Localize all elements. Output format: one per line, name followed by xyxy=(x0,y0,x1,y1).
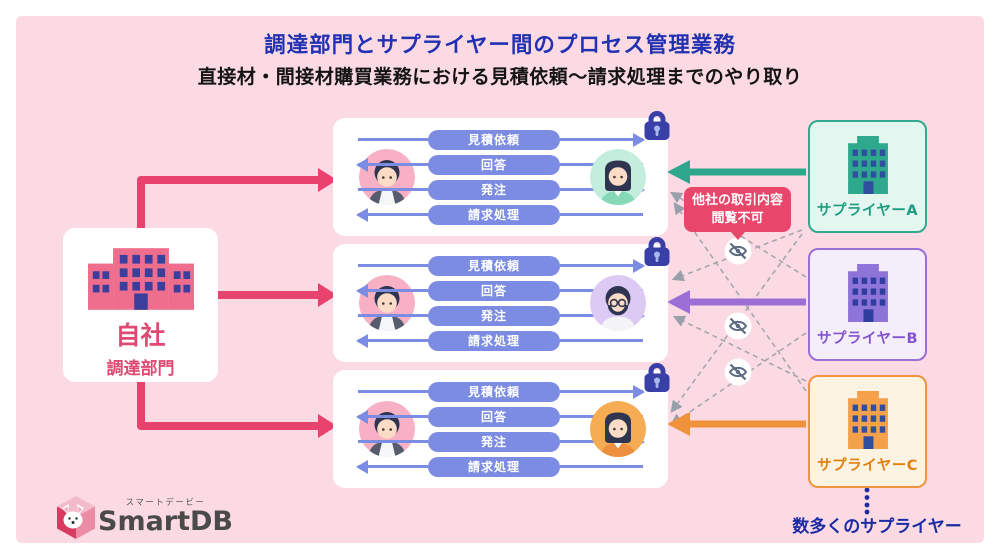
arrow-line xyxy=(358,138,428,141)
supplier-c-arrow xyxy=(667,412,806,436)
process-pill: 回答 xyxy=(428,154,560,175)
more-suppliers-label: 数多くのサプライヤー xyxy=(792,517,962,537)
arrow-line xyxy=(358,264,428,267)
building-icon xyxy=(842,391,894,449)
company-department: 調達部門 xyxy=(106,359,175,379)
arrow-line xyxy=(356,459,428,474)
process-order: 発注 xyxy=(355,179,646,200)
process-invoice: 請求処理 xyxy=(355,204,646,225)
arrow-line xyxy=(560,339,643,342)
supplier-c-label: サプライヤーC xyxy=(817,457,918,474)
process-pills: 見積依頼 回答 発注 請求処理 xyxy=(355,244,646,362)
arrow-line xyxy=(356,409,428,424)
privacy-badge-line2: 閲覧不可 xyxy=(711,210,764,226)
supplier-b-person-avatar xyxy=(590,275,646,331)
supplier-a-arrow xyxy=(667,160,806,184)
process-quote-request: 見積依頼 xyxy=(355,381,646,402)
arrow-line xyxy=(560,258,645,273)
building-icon xyxy=(842,264,894,322)
arrow-line xyxy=(358,314,428,317)
process-invoice: 請求処理 xyxy=(355,330,646,351)
arrow-line xyxy=(358,188,428,191)
privacy-badge-line1: 他社の取引内容 xyxy=(691,192,783,208)
arrow-line xyxy=(356,207,428,222)
arrow-line xyxy=(560,213,643,216)
supplier-b-card: サプライヤーB xyxy=(808,248,927,361)
process-pill: 発注 xyxy=(428,305,560,326)
process-pills: 見積依頼 回答 発注 請求処理 xyxy=(355,118,646,236)
process-pill: 請求処理 xyxy=(428,204,560,225)
arrow-line xyxy=(356,283,428,298)
supplier-a-person-avatar xyxy=(590,149,646,205)
eye-off-icon xyxy=(724,358,752,386)
smartdb-wordmark: スマートデービー SmartDB xyxy=(98,493,233,536)
arrow-line xyxy=(560,465,643,468)
smartdb-cube-icon xyxy=(50,493,102,547)
building-icon xyxy=(842,136,894,194)
eye-off-icon xyxy=(724,312,752,340)
process-quote-request: 見積依頼 xyxy=(355,129,646,150)
more-suppliers-dots xyxy=(864,487,870,515)
lock-icon xyxy=(640,108,674,142)
process-pill: 見積依頼 xyxy=(428,381,560,402)
supplier-c-card: サプライヤーC xyxy=(808,375,927,488)
company-flow-arrowheads xyxy=(318,168,337,438)
process-pill: 見積依頼 xyxy=(428,129,560,150)
supplier-c-person-avatar xyxy=(590,401,646,457)
process-invoice: 請求処理 xyxy=(355,456,646,477)
privacy-badge: 他社の取引内容 閲覧不可 xyxy=(684,187,791,240)
logo-ruby: スマートデービー xyxy=(125,498,206,508)
exchange-row-supplier-b: 見積依頼 回答 発注 請求処理 xyxy=(333,244,668,362)
process-pill: 発注 xyxy=(428,431,560,452)
arrow-line xyxy=(560,132,645,147)
process-pill: 見積依頼 xyxy=(428,255,560,276)
lock-icon xyxy=(640,234,674,268)
process-pill: 回答 xyxy=(428,406,560,427)
process-pill: 発注 xyxy=(428,179,560,200)
supplier-a-label: サプライヤーA xyxy=(816,202,919,219)
arrow-line xyxy=(560,384,645,399)
process-pill: 回答 xyxy=(428,280,560,301)
supplier-a-card: サプライヤーA xyxy=(808,120,927,233)
company-card: 自社 調達部門 xyxy=(63,228,218,382)
process-pill: 請求処理 xyxy=(428,456,560,477)
smartdb-logo: スマートデービー SmartDB xyxy=(50,493,233,547)
arrow-line xyxy=(356,333,428,348)
supplier-b-label: サプライヤーB xyxy=(816,330,919,347)
company-building-icon xyxy=(88,248,194,310)
lock-icon xyxy=(640,360,674,394)
arrow-line xyxy=(358,390,428,393)
supplier-b-arrow xyxy=(667,290,806,314)
process-pill: 請求処理 xyxy=(428,330,560,351)
exchange-row-supplier-c: 見積依頼 回答 発注 請求処理 xyxy=(333,370,668,488)
exchange-row-supplier-a: 見積依頼 回答 発注 請求処理 xyxy=(333,118,668,236)
arrow-line xyxy=(358,440,428,443)
page-title: 調達部門とサプライヤー間のプロセス管理業務 xyxy=(264,33,736,58)
company-name: 自社 xyxy=(115,321,166,350)
process-quote-request: 見積依頼 xyxy=(355,255,646,276)
logo-name: SmartDB xyxy=(98,506,234,537)
page-subtitle: 直接材・間接材購買業務における見積依頼〜請求処理までのやり取り xyxy=(197,66,803,88)
eye-off-icon xyxy=(724,237,752,265)
arrow-line xyxy=(356,157,428,172)
process-pills: 見積依頼 回答 発注 請求処理 xyxy=(355,370,646,488)
